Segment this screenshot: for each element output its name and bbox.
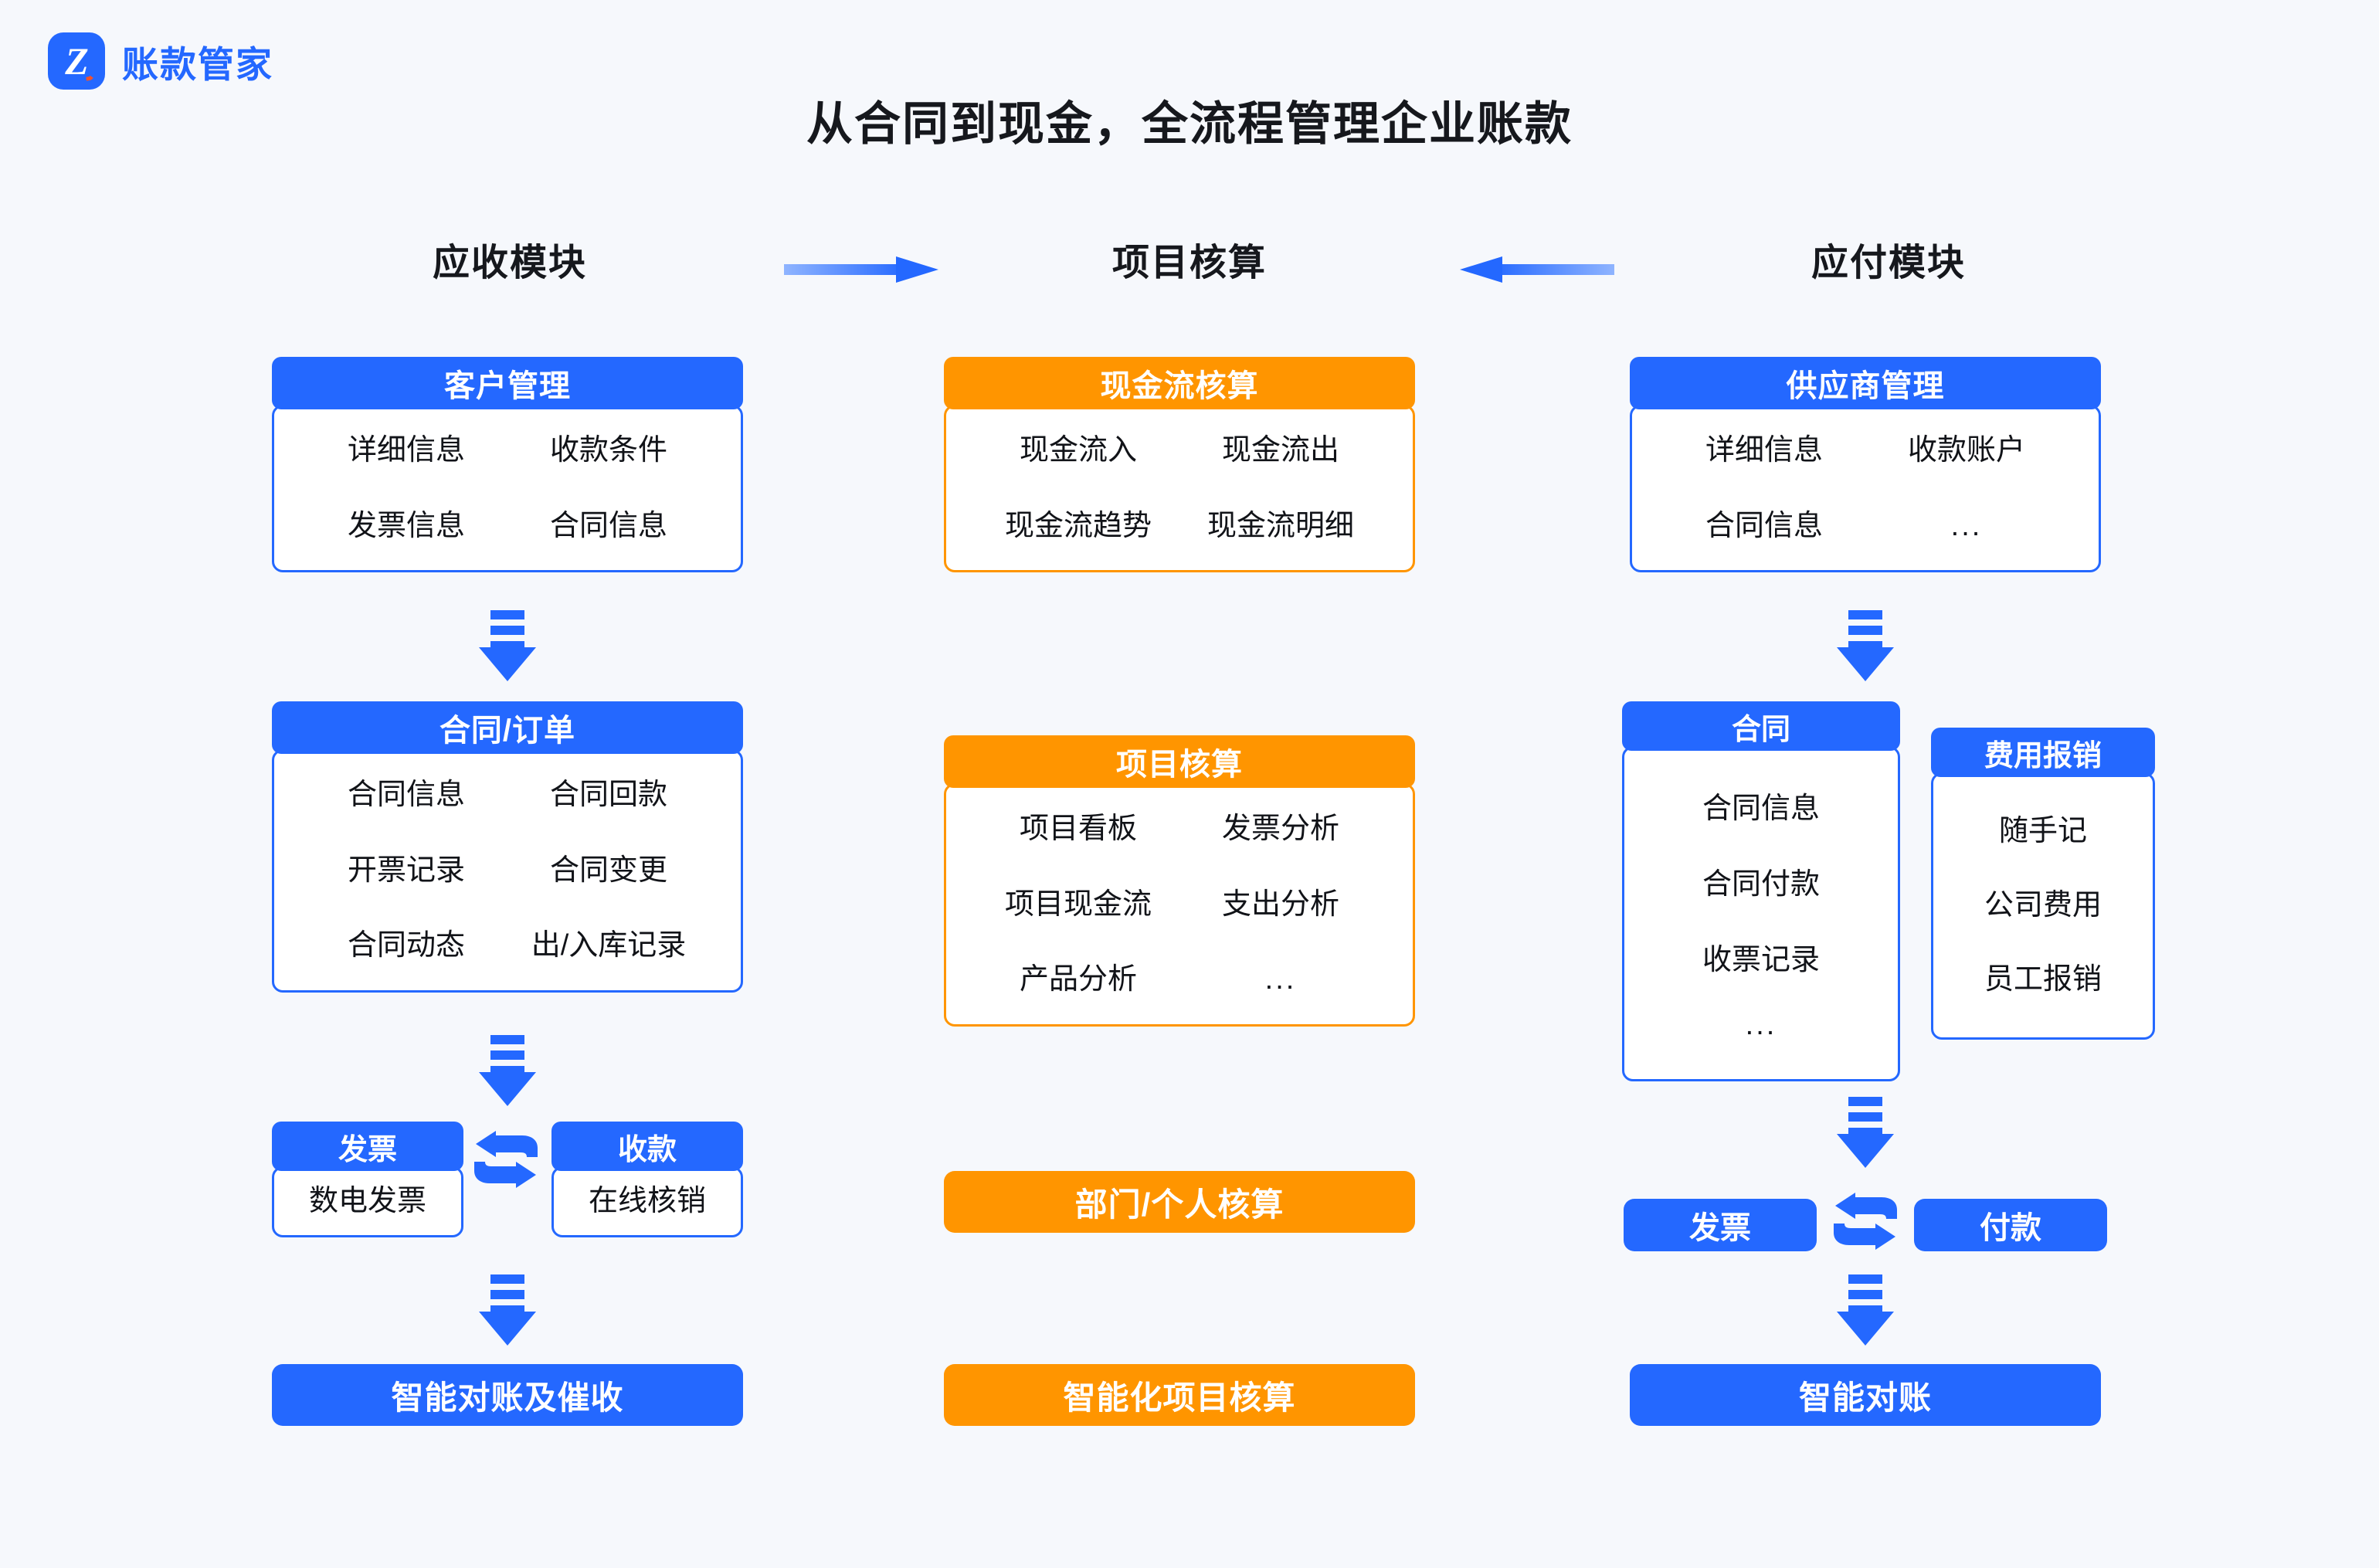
card-item[interactable]: 公司费用 (1984, 889, 2102, 922)
card-body: 现金流入 现金流出 现金流趋势 现金流明细 (944, 405, 1415, 573)
card-expense-reimbursement[interactable]: 费用报销 随手记 公司费用 员工报销 (1931, 728, 2155, 1040)
card-title: 合同 (1622, 701, 1900, 751)
exchange-icon (1831, 1191, 1900, 1253)
card-item[interactable]: ... (1745, 1009, 1777, 1042)
card-item[interactable]: 出/入库记录 (531, 929, 687, 962)
card-body: 在线核销 (551, 1166, 743, 1237)
section-label-payable: 应付模块 (1811, 243, 1966, 283)
card-item[interactable]: 现金流明细 (1206, 509, 1354, 542)
card-item[interactable]: 合同信息 (1702, 792, 1820, 826)
card-title: 合同/订单 (272, 701, 743, 754)
down-arrow-icon (1837, 610, 1894, 681)
card-item[interactable]: 随手记 (1998, 815, 2087, 848)
arrow-right-icon (784, 253, 938, 286)
card-item[interactable]: 合同信息 (1705, 509, 1823, 542)
section-label-receivable: 应收模块 (432, 243, 587, 283)
card-item[interactable]: 在线核销 (588, 1185, 706, 1218)
card-item[interactable]: 项目看板 (1019, 813, 1137, 845)
bar-department-personal-accounting[interactable]: 部门/个人核算 (944, 1171, 1415, 1233)
card-item[interactable]: 合同变更 (549, 854, 667, 887)
card-item[interactable]: 合同付款 (1702, 868, 1820, 901)
card-title: 现金流核算 (944, 357, 1415, 409)
card-title: 发票 (272, 1122, 463, 1171)
card-title: 收款 (551, 1122, 743, 1171)
card-body: 项目看板 发票分析 项目现金流 支出分析 产品分析 ... (944, 783, 1415, 1027)
down-arrow-icon (1837, 1097, 1894, 1168)
arrow-left-icon (1460, 253, 1614, 286)
down-arrow-icon (479, 1035, 536, 1106)
card-item[interactable]: 现金流出 (1221, 434, 1339, 467)
card-body: 合同信息 合同回款 开票记录 合同变更 合同动态 出/入库记录 (272, 749, 743, 993)
down-arrow-icon (479, 1274, 536, 1346)
card-title: 客户管理 (272, 357, 743, 409)
card-title: 项目核算 (944, 735, 1415, 788)
card-item[interactable]: 项目现金流 (1004, 888, 1152, 921)
section-header-row: 应收模块 项目核算 (0, 239, 2379, 309)
card-item[interactable]: 详细信息 (1705, 434, 1823, 467)
card-item[interactable]: 合同回款 (549, 779, 667, 811)
card-item[interactable]: 发票信息 (347, 509, 465, 542)
card-item[interactable]: 产品分析 (1019, 963, 1137, 996)
pill-payment[interactable]: 付款 (1914, 1199, 2107, 1251)
card-body: 合同信息 合同付款 收票记录 ... (1622, 746, 1900, 1081)
page-title: 从合同到现金，全流程管理企业账款 (806, 98, 1573, 150)
card-item[interactable]: 支出分析 (1221, 888, 1339, 921)
card-item[interactable]: 详细信息 (347, 434, 465, 467)
bar-smart-reconciliation-collection[interactable]: 智能对账及催收 (272, 1364, 743, 1426)
card-item[interactable]: 现金流入 (1019, 434, 1137, 467)
card-payable-contract[interactable]: 合同 合同信息 合同付款 收票记录 ... (1622, 701, 1900, 1081)
card-item[interactable]: 合同信息 (347, 779, 465, 811)
card-item[interactable]: 合同动态 (347, 929, 465, 962)
card-invoice[interactable]: 发票 数电发票 (272, 1122, 463, 1237)
card-item[interactable]: 现金流趋势 (1004, 509, 1152, 542)
card-body: 详细信息 收款条件 发票信息 合同信息 (272, 405, 743, 573)
card-item[interactable]: 合同信息 (549, 509, 667, 542)
pill-invoice[interactable]: 发票 (1624, 1199, 1817, 1251)
card-title: 供应商管理 (1630, 357, 2101, 409)
card-item[interactable]: 开票记录 (347, 854, 465, 887)
card-body: 随手记 公司费用 员工报销 (1931, 772, 2155, 1040)
card-item[interactable]: ... (1950, 509, 1983, 542)
card-project-accounting[interactable]: 项目核算 项目看板 发票分析 项目现金流 支出分析 产品分析 ... (944, 735, 1415, 1027)
card-item[interactable]: 收票记录 (1702, 944, 1820, 977)
card-body: 详细信息 收款账户 合同信息 ... (1630, 405, 2101, 573)
exchange-icon (471, 1129, 541, 1191)
card-item[interactable]: 发票分析 (1221, 813, 1339, 845)
card-body: 数电发票 (272, 1166, 463, 1237)
card-supplier-management[interactable]: 供应商管理 详细信息 收款账户 合同信息 ... (1630, 357, 2101, 573)
logo-mark-icon: Z (48, 32, 105, 90)
card-item[interactable]: ... (1264, 963, 1297, 996)
brand-name: 账款管家 (122, 43, 273, 85)
card-item[interactable]: 收款账户 (1907, 434, 2025, 467)
card-item[interactable]: 数电发票 (308, 1185, 426, 1218)
card-cashflow-accounting[interactable]: 现金流核算 现金流入 现金流出 现金流趋势 现金流明细 (944, 357, 1415, 573)
bar-smart-project-accounting[interactable]: 智能化项目核算 (944, 1364, 1415, 1426)
down-arrow-icon (1837, 1274, 1894, 1346)
bar-smart-reconciliation[interactable]: 智能对账 (1630, 1364, 2101, 1426)
brand-logo: Z 账款管家 (48, 32, 273, 90)
down-arrow-icon (479, 610, 536, 681)
card-receipt[interactable]: 收款 在线核销 (551, 1122, 743, 1237)
card-customer-management[interactable]: 客户管理 详细信息 收款条件 发票信息 合同信息 (272, 357, 743, 573)
card-title: 费用报销 (1931, 728, 2155, 777)
card-item[interactable]: 员工报销 (1984, 963, 2102, 996)
card-item[interactable]: 收款条件 (549, 434, 667, 467)
section-label-accounting: 项目核算 (1111, 243, 1267, 283)
card-contract-order[interactable]: 合同/订单 合同信息 合同回款 开票记录 合同变更 合同动态 出/入库记录 (272, 701, 743, 993)
logo-letter: Z (65, 39, 89, 83)
